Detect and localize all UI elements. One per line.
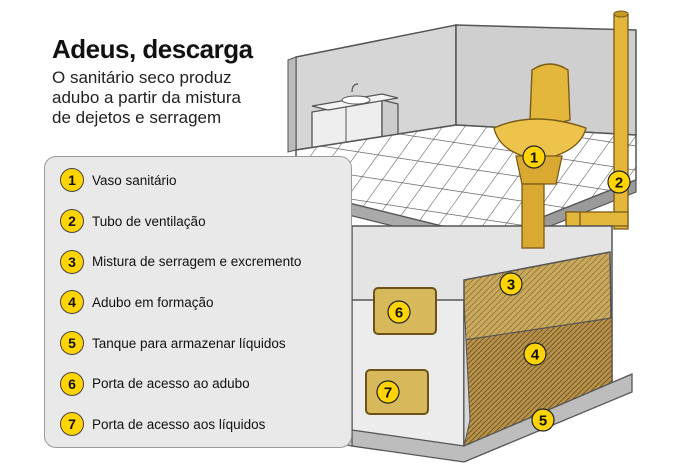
legend-number-badge: 4 [60,290,84,315]
legend-number-badge: 1 [60,168,84,193]
marker-2-text: 2 [615,175,623,192]
legend-label: Porta de acesso aos líquidos [92,416,266,432]
legend-label: Mistura de serragem e excremento [92,254,302,270]
legend-number-badge: 2 [60,209,84,234]
legend-number-badge: 3 [60,249,84,274]
legend-item-porta-adubo: 6 Porta de acesso ao adubo [60,363,301,404]
marker-4: 4 [523,342,547,366]
page-subtitle: O sanitário seco produz adubo a partir d… [52,68,241,127]
marker-6: 6 [387,300,411,324]
legend-item-tubo-ventilacao: 2 Tubo de ventilação [60,201,301,242]
legend-list: 1 Vaso sanitário 2 Tubo de ventilação 3 … [60,160,301,445]
toilet-illustration [493,63,587,249]
marker-4-text: 4 [531,347,540,364]
legend-item-adubo: 4 Adubo em formação [60,282,301,323]
legend-number-badge: 7 [60,412,84,437]
marker-5: 5 [531,408,555,432]
legend-number-badge: 5 [60,331,84,356]
legend-label: Porta de acesso ao adubo [92,376,250,392]
marker-7-text: 7 [384,385,392,402]
compost-chamber [317,225,633,463]
marker-7: 7 [376,380,400,404]
marker-2: 2 [607,170,631,194]
legend-item-porta-liquidos: 7 Porta de acesso aos líquidos [60,404,301,445]
legend-panel [44,156,352,448]
marker-6-text: 6 [395,305,403,322]
page-title: Adeus, descarga [52,34,253,64]
marker-1: 1 [522,145,546,169]
legend-item-vaso-sanitario: 1 Vaso sanitário [60,160,301,201]
legend-label: Adubo em formação [92,294,214,310]
legend-label: Tanque para armazenar líquidos [92,335,286,351]
legend-item-tanque: 5 Tanque para armazenar líquidos [60,323,301,364]
marker-1-text: 1 [530,150,538,167]
legend-label: Vaso sanitário [92,172,177,188]
legend-number-badge: 6 [60,371,84,396]
legend-item-mistura: 3 Mistura de serragem e excremento [60,241,301,282]
marker-5-text: 5 [539,413,547,430]
legend-label: Tubo de ventilação [92,213,206,229]
marker-3-text: 3 [507,277,515,294]
marker-3: 3 [499,272,523,296]
